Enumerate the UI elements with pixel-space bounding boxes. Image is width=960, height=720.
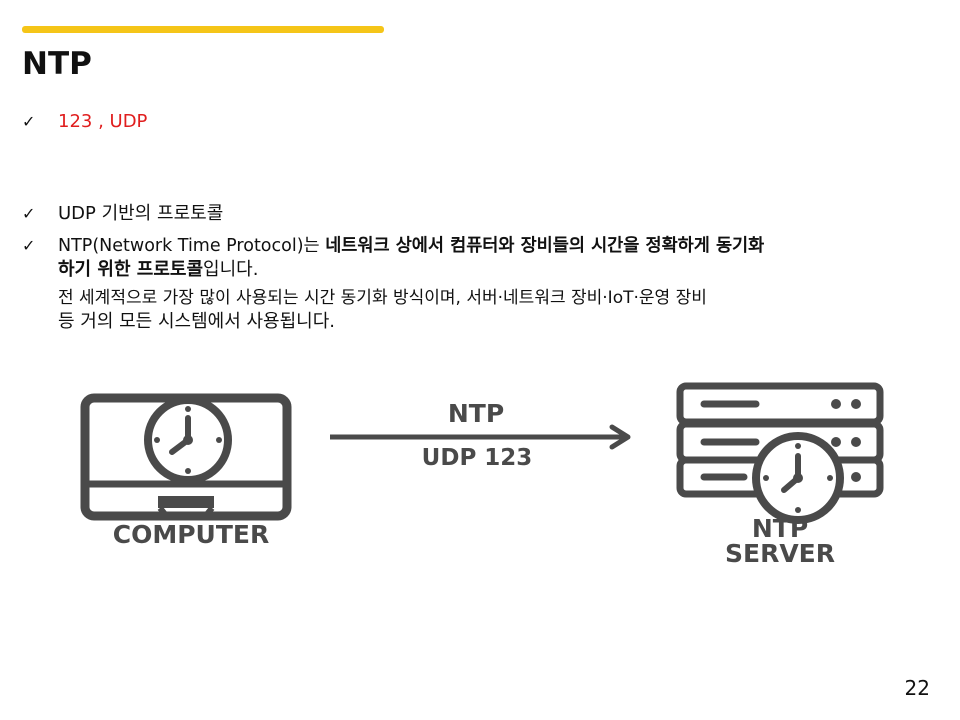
bullet-text: 123 , UDP [58, 111, 148, 132]
line1-bold: 네트워크 상에서 컴퓨터와 장비들의 시간을 정확하게 동기화 [325, 236, 765, 256]
computer-label: COMPUTER [113, 520, 269, 549]
line2-bold: 하기 위한 프로토콜 [58, 259, 204, 280]
title-accent-bar [22, 26, 384, 33]
checkmark-icon: ✓ [22, 236, 36, 255]
checkmark-icon: ✓ [22, 112, 36, 131]
server-status-lights [831, 399, 861, 482]
bullet-text: UDP 기반의 프로토콜 [58, 203, 224, 224]
arrow-label-port: UDP 123 [422, 445, 533, 471]
arrow-label-protocol: NTP [448, 399, 504, 428]
arrow-icon [330, 424, 631, 450]
page-number: 22 [904, 676, 930, 700]
clock-icon [144, 396, 232, 484]
slide-title: NTP [22, 46, 92, 82]
server-icon [676, 382, 884, 498]
server-label-line2: SERVER [725, 539, 835, 568]
checkmark-icon: ✓ [22, 204, 36, 223]
computer-icon [80, 393, 292, 521]
ntp-description-line3: 전 세계적으로 가장 많이 사용되는 시간 동기화 방식이며, 서버·네트워크 … [58, 288, 707, 308]
ntp-description-line4: 등 거의 모든 시스템에서 사용됩니다. [58, 311, 336, 332]
server-label-line1: NTP [752, 514, 808, 543]
server-clock-icon [752, 432, 844, 524]
ntp-description-line2: 하기 위한 프로토콜입니다. [58, 258, 258, 282]
line2-suffix: 입니다. [203, 259, 259, 280]
line1-prefix: NTP(Network Time Protocol)는 [58, 236, 326, 256]
ntp-description-line1: NTP(Network Time Protocol)는 네트워크 상에서 컴퓨터… [58, 234, 764, 258]
